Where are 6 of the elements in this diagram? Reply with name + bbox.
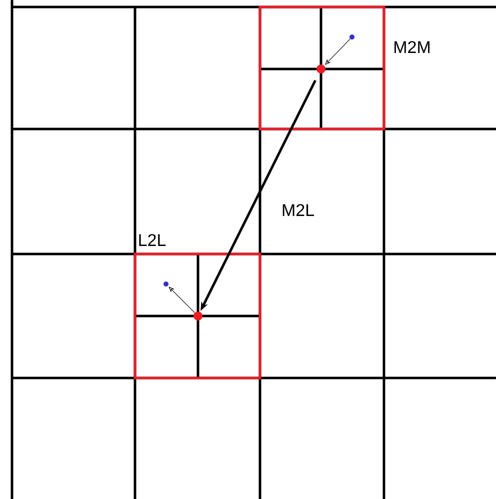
expansion-center-dot [316,64,326,74]
edge-label: M2L [282,204,314,216]
arrow [168,286,195,313]
expansion-center-dot [194,312,202,320]
edge-label: M2M [394,41,430,53]
edge-label: L2L [139,234,166,246]
